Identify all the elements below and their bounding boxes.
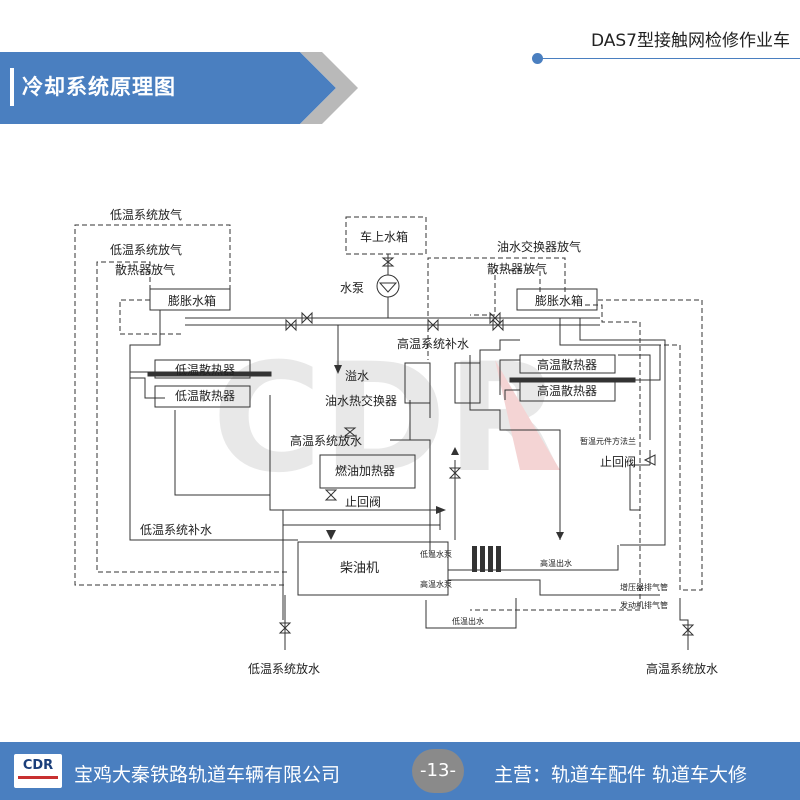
label-low-temp-radiator-1: 低温散热器 bbox=[175, 362, 235, 377]
title-rule bbox=[540, 58, 800, 59]
valves bbox=[278, 257, 695, 636]
flow-arrows bbox=[326, 365, 564, 540]
label-expansion-tank-right: 膨胀水箱 bbox=[535, 293, 583, 308]
label-low-temp-radiator-2: 低温散热器 bbox=[175, 388, 235, 403]
label-low-temp-exhaust-1: 低温系统放气 bbox=[110, 207, 182, 222]
banner-accent-bar bbox=[10, 68, 14, 106]
company-name: 宝鸡大秦铁路轨道车辆有限公司 bbox=[74, 764, 341, 786]
label-high-temp-makeup: 高温系统补水 bbox=[397, 336, 469, 351]
title-rule-dot bbox=[532, 53, 543, 64]
company-logo: CDR bbox=[14, 754, 62, 788]
label-low-temp-exhaust-2: 低温系统放气 bbox=[110, 242, 182, 257]
label-radiator-exhaust-right: 散热器放气 bbox=[487, 261, 547, 276]
label-low-temp-outlet: 低温出水 bbox=[452, 616, 484, 626]
diagram-labels: 低温系统放气 低温系统放气 散热器放气 膨胀水箱 车上水箱 水泵 油水交换器放气… bbox=[110, 207, 718, 676]
label-oil-water-exchanger-exhaust: 油水交换器放气 bbox=[497, 239, 581, 254]
label-check-valve-mid: 止回阀 bbox=[345, 495, 381, 509]
label-high-temp-radiator-2: 高温散热器 bbox=[537, 383, 597, 398]
label-low-temp-pump: 低温水泵 bbox=[420, 549, 452, 559]
label-low-temp-makeup: 低温系统补水 bbox=[140, 523, 212, 537]
label-engine-exhaust: 发动机排气管 bbox=[620, 600, 668, 610]
label-oil-water-heat-exchanger: 油水热交换器 bbox=[325, 393, 397, 408]
section-banner bbox=[0, 52, 358, 124]
label-fuel-heater: 燃油加热器 bbox=[335, 463, 395, 478]
cooling-coils bbox=[472, 546, 501, 572]
water-pipes bbox=[129, 254, 689, 650]
label-high-temp-radiator-1: 高温散热器 bbox=[537, 357, 597, 372]
cooling-system-diagram: CDR bbox=[74, 207, 718, 676]
label-turbo-exhaust: 增压器排气管 bbox=[620, 582, 668, 592]
watermark: CDR bbox=[212, 332, 562, 506]
document-title: DAS7型接触网检修作业车 bbox=[590, 31, 790, 51]
label-diesel-engine: 柴油机 bbox=[340, 561, 379, 576]
label-expansion-tank-left: 膨胀水箱 bbox=[168, 293, 216, 308]
label-high-temp-drain: 高温系统放水 bbox=[646, 661, 718, 676]
label-water-pump: 水泵 bbox=[340, 281, 364, 295]
label-heater-flange: 暂温元件方法兰 bbox=[580, 436, 636, 446]
equipment-boxes bbox=[147, 288, 636, 596]
label-overflow: 溢水 bbox=[345, 369, 369, 383]
label-check-valve-right: 止回阀 bbox=[600, 455, 636, 469]
logo-underline bbox=[18, 776, 58, 779]
label-high-temp-drain-mid: 高温系统放水 bbox=[290, 433, 362, 448]
label-high-temp-outlet: 高温出水 bbox=[540, 558, 572, 568]
footer-bar bbox=[0, 742, 800, 800]
label-low-temp-drain: 低温系统放水 bbox=[248, 661, 320, 676]
pump-symbol bbox=[376, 274, 400, 298]
section-title: 冷却系统原理图 bbox=[22, 75, 176, 99]
label-radiator-exhaust-left: 散热器放气 bbox=[115, 262, 175, 277]
business-scope: 主营：轨道车配件 轨道车大修 bbox=[494, 764, 748, 786]
page-number: -13- bbox=[412, 749, 464, 793]
logo-text: CDR bbox=[22, 758, 54, 773]
label-onboard-tank: 车上水箱 bbox=[360, 229, 408, 244]
label-high-temp-pump: 高温水泵 bbox=[420, 579, 452, 589]
